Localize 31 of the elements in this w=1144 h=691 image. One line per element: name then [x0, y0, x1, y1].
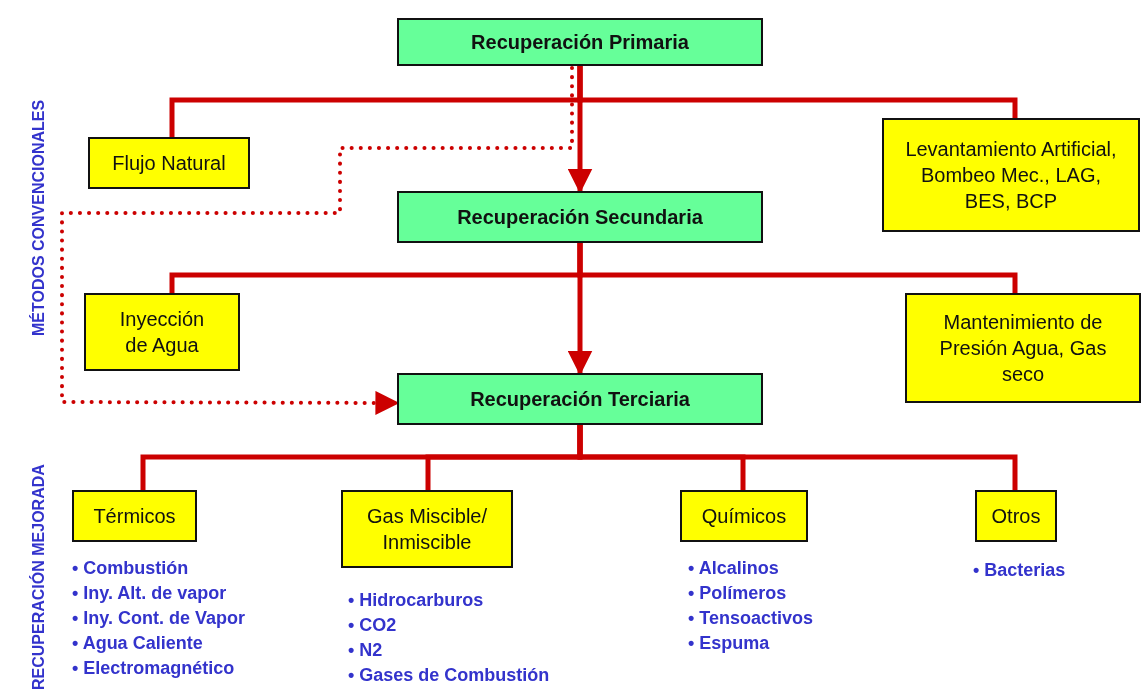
section-label: MÉTODOS CONVENCIONALES [30, 99, 48, 336]
method-box: Otros [975, 490, 1057, 542]
bullet-item: • Iny. Cont. de Vapor [72, 607, 245, 630]
method-box: Inyección de Agua [84, 293, 240, 371]
method-box: Químicos [680, 490, 808, 542]
bullet-item: • CO2 [348, 614, 397, 637]
arrow [567, 66, 593, 194]
bullet-item: • Bacterias [973, 559, 1066, 582]
method-box: Mantenimiento de Presión Agua, Gas seco [905, 293, 1141, 403]
bullet-item: • Espuma [688, 632, 770, 655]
bullet-item: • Alcalinos [688, 557, 779, 580]
bullet-item: • Agua Caliente [72, 632, 203, 655]
bullet-item: • Combustión [72, 557, 189, 580]
stage-box: Recuperación Primaria [397, 18, 763, 66]
method-box: Flujo Natural [88, 137, 250, 189]
section-label: RECUPERACIÓN MEJORADA [30, 464, 48, 690]
bullet-item: • Electromagnético [72, 657, 235, 680]
arrow [567, 243, 593, 376]
bullet-item: • Iny. Alt. de vapor [72, 582, 227, 605]
method-box: Térmicos [72, 490, 197, 542]
bullet-item: • Hidrocarburos [348, 589, 484, 612]
method-box: Levantamiento Artificial, Bombeo Mec., LAG, BES, BCP [882, 118, 1140, 232]
stage-box: Recuperación Secundaria [397, 191, 763, 243]
bullet-item: • N2 [348, 639, 383, 662]
bullet-item: • Tensoactivos [688, 607, 813, 630]
connector-line [577, 425, 1018, 490]
bullet-item: • Polímeros [688, 582, 787, 605]
method-box: Gas Miscible/ Inmiscible [341, 490, 513, 568]
stage-box: Recuperación Terciaria [397, 373, 763, 425]
bullet-item: • Gases de Combustión [348, 664, 550, 687]
dotted-arrow [60, 66, 574, 415]
